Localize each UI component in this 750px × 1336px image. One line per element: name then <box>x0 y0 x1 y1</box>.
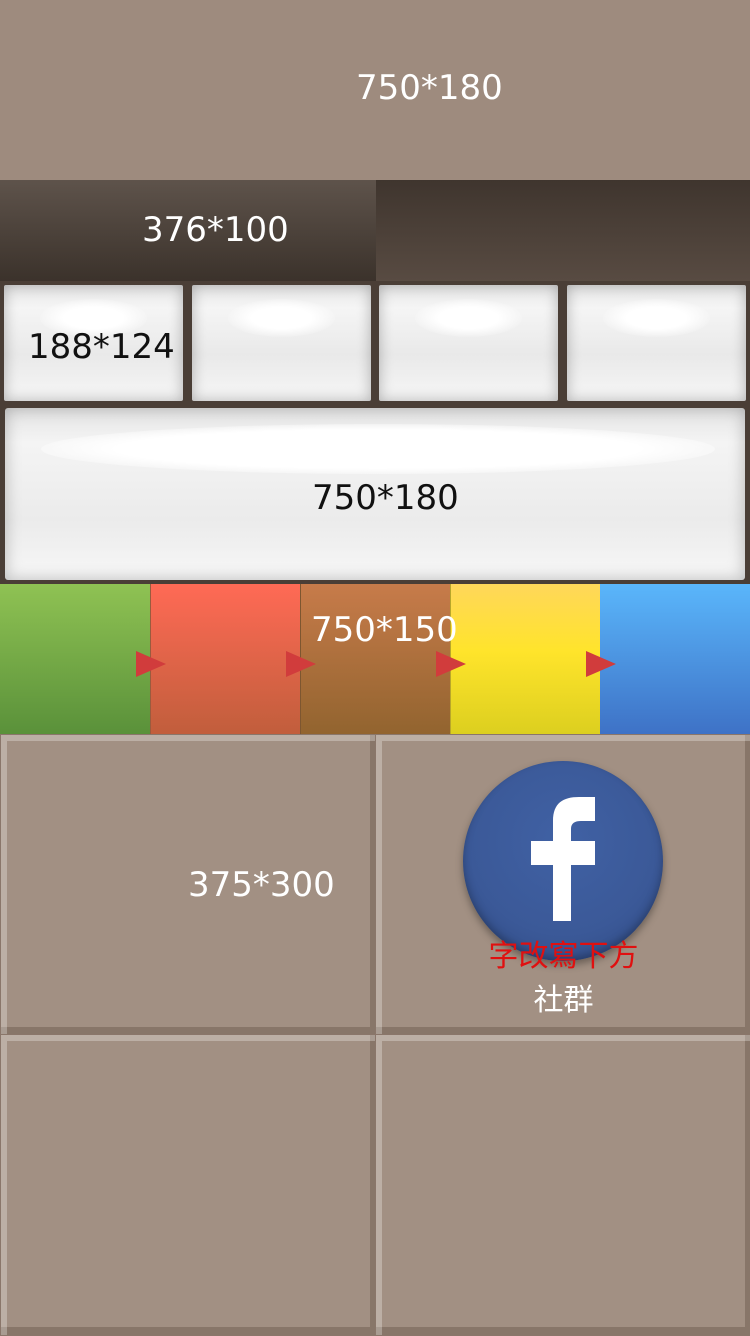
tab-first-label: 376*100 <box>142 210 289 250</box>
arrow-right-icon <box>586 651 616 677</box>
header-banner: 750*180 <box>0 0 750 180</box>
arrow-right-icon <box>286 651 316 677</box>
tab-bar: 376*100 <box>0 180 750 281</box>
tab-second[interactable] <box>376 180 750 281</box>
tile-1[interactable]: 375*300 <box>0 734 377 1036</box>
white-button-1-label: 188*124 <box>28 327 175 367</box>
step-red[interactable] <box>150 584 301 734</box>
white-button-3[interactable] <box>379 285 558 401</box>
step-brown[interactable] <box>300 584 451 734</box>
color-steps: 750*150 <box>0 584 750 734</box>
tile-1-label: 375*300 <box>188 865 335 905</box>
tile-social[interactable]: 字改寫下方 社群 <box>375 734 750 1036</box>
wide-banner: 750*180 <box>0 404 750 584</box>
white-button-4[interactable] <box>567 285 746 401</box>
tile-4[interactable] <box>375 1034 750 1336</box>
facebook-icon <box>463 761 663 961</box>
step-blue[interactable] <box>600 584 750 734</box>
wide-banner-button[interactable]: 750*180 <box>5 408 745 580</box>
tab-first[interactable]: 376*100 <box>0 180 377 281</box>
button-row: 188*124 <box>0 281 750 404</box>
step-green[interactable] <box>0 584 150 734</box>
edit-note-text: 字改寫下方 <box>488 939 639 974</box>
arrow-right-icon <box>436 651 466 677</box>
arrow-right-icon <box>136 651 166 677</box>
white-button-2[interactable] <box>192 285 371 401</box>
white-button-1[interactable]: 188*124 <box>4 285 183 401</box>
step-yellow[interactable] <box>450 584 601 734</box>
wide-banner-label: 750*180 <box>312 478 459 518</box>
steps-size-label: 750*150 <box>311 610 458 650</box>
header-size-label: 750*180 <box>356 68 503 108</box>
social-label: 社群 <box>533 983 594 1018</box>
tile-3[interactable] <box>0 1034 377 1336</box>
